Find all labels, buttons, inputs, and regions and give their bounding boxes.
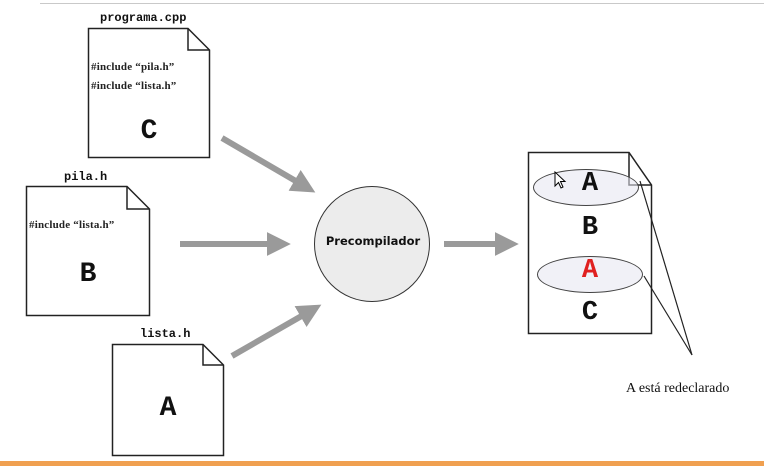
precompiler-circle: Precompilador [314, 186, 430, 302]
redeclared-note: A está redeclarado [626, 381, 730, 396]
top-divider [40, 3, 764, 4]
pila-document: #include “lista.h” B [25, 185, 151, 317]
bottom-border [0, 461, 764, 466]
programa-include-lista: #include “lista.h” [91, 80, 177, 92]
output-letter-b: B [581, 213, 599, 243]
arrow-programa-to-precompiler [220, 135, 316, 193]
output-letter-c: C [581, 298, 599, 328]
pila-include-lista: #include “lista.h” [29, 219, 115, 231]
precompiler-label: Precompilador [325, 234, 421, 248]
highlight-ellipse-second-a [537, 256, 643, 293]
programa-document: #include “pila.h” #include “lista.h” C [87, 27, 211, 159]
programa-title: programa.cpp [100, 11, 187, 25]
programa-include-pila: #include “pila.h” [91, 61, 175, 73]
pila-title: pila.h [64, 170, 108, 184]
lista-letter: A [159, 393, 177, 424]
lista-document: A [111, 343, 225, 457]
output-letter-a-first: A [581, 169, 599, 199]
output-letter-a-redeclared: A [581, 256, 599, 286]
highlight-ellipse-first-a [533, 169, 639, 206]
arrow-lista-to-precompiler [230, 304, 322, 359]
lista-title: lista.h [140, 327, 191, 341]
pila-letter: B [79, 259, 97, 290]
programa-letter: C [140, 116, 158, 147]
